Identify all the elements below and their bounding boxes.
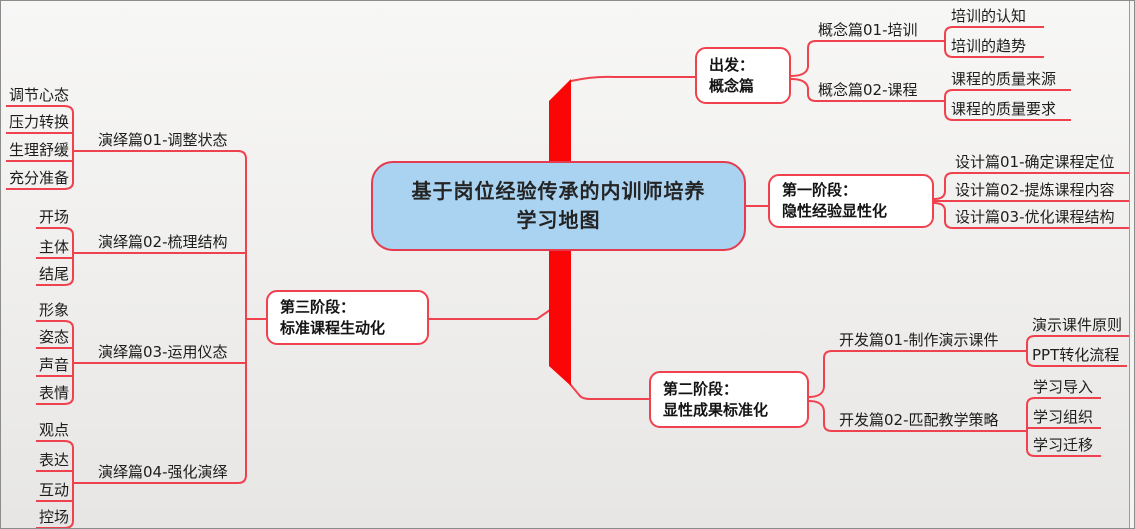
- connector-concept01-leaves: [930, 26, 1044, 58]
- main-topic-stage2-title: 第二阶段：: [663, 379, 739, 398]
- leaf-item[interactable]: 开场: [39, 208, 70, 226]
- main-topic-stage1-title: 第一阶段：: [782, 181, 858, 199]
- connector-depart-concept02: [790, 78, 930, 102]
- branch-design-01[interactable]: 设计篇01-确定课程定位: [955, 153, 1115, 171]
- leaf-item[interactable]: 生理舒缓: [9, 141, 70, 159]
- central-topic-line1: 基于岗位经验传承的内训师培养: [411, 179, 706, 203]
- connector-perform02-leaves: [36, 227, 74, 286]
- main-topic-depart-title: 出发：: [709, 55, 755, 74]
- main-topic-stage1[interactable]: 第一阶段： 隐性经验显性化: [768, 174, 934, 228]
- connector-trunk-stage2: [569, 383, 649, 400]
- leaf-item[interactable]: 观点: [39, 421, 70, 439]
- branch-design-03[interactable]: 设计篇03-优化课程结构: [955, 208, 1115, 226]
- connector-stage3-trunk: [429, 309, 551, 320]
- branch-perform-04[interactable]: 演绎篇04-强化演绎: [98, 463, 228, 481]
- branch-develop-02[interactable]: 开发篇02-匹配教学策略: [839, 411, 999, 429]
- connector-perform03-leaves: [36, 320, 74, 405]
- canvas-right-edge: [1129, 1, 1134, 528]
- main-topic-depart[interactable]: 出发： 概念篇: [695, 47, 791, 104]
- leaf-item[interactable]: 主体: [39, 238, 70, 256]
- connector-perform04-leaves: [36, 440, 74, 528]
- leaf-item[interactable]: 培训的趋势: [951, 37, 1027, 55]
- connector-stage2-develop02: [808, 400, 1015, 432]
- leaf-item[interactable]: 演示课件原则: [1032, 316, 1123, 334]
- connector-left-spine: [73, 150, 266, 484]
- branch-develop-01[interactable]: 开发篇01-制作演示课件: [839, 331, 999, 349]
- leaf-item[interactable]: PPT转化流程: [1032, 346, 1120, 364]
- main-topic-stage3-title: 第三阶段：: [280, 297, 356, 316]
- branch-concept-01[interactable]: 概念篇01-培训: [818, 21, 918, 39]
- leaf-item[interactable]: 压力转换: [9, 113, 70, 131]
- leaf-item[interactable]: 表达: [39, 451, 70, 469]
- main-topic-stage2[interactable]: 第二阶段： 显性成果标准化: [649, 371, 809, 428]
- leaf-item[interactable]: 结尾: [39, 265, 70, 283]
- main-topic-depart-subtitle: 概念篇: [709, 76, 755, 95]
- central-topic-line2: 学习地图: [516, 208, 601, 232]
- leaf-item[interactable]: 课程的质量来源: [951, 70, 1057, 88]
- branch-perform-02[interactable]: 演绎篇02-梳理结构: [98, 233, 228, 251]
- connector-trunk-depart: [570, 75, 695, 82]
- leaf-item[interactable]: 控场: [39, 508, 70, 526]
- leaf-item[interactable]: 表情: [39, 384, 70, 402]
- connector-concept02-leaves: [930, 89, 1071, 121]
- leaf-item[interactable]: 姿态: [39, 328, 70, 346]
- main-topic-stage2-subtitle: 显性成果标准化: [663, 400, 769, 419]
- branch-concept-02[interactable]: 概念篇02-课程: [818, 81, 918, 99]
- connector-stage1-design01: [933, 172, 1129, 200]
- connector-develop02-leaves: [1015, 397, 1101, 457]
- leaf-item[interactable]: 学习导入: [1033, 378, 1094, 396]
- main-topic-stage3[interactable]: 第三阶段： 标准课程生动化: [266, 290, 429, 345]
- central-topic[interactable]: 基于岗位经验传承的内训师培养 学习地图: [371, 161, 746, 251]
- leaf-item[interactable]: 调节心态: [9, 86, 70, 104]
- leaf-item[interactable]: 课程的质量要求: [951, 100, 1057, 118]
- branch-design-02[interactable]: 设计篇02-提炼课程内容: [955, 181, 1115, 199]
- connector-stage2-develop01: [808, 350, 1015, 398]
- main-topic-stage3-subtitle: 标准课程生动化: [280, 318, 386, 337]
- connector-perform01-leaves: [6, 105, 74, 190]
- connector-stage1-design03: [933, 202, 1129, 229]
- connector-depart-concept01: [790, 40, 930, 77]
- leaf-item[interactable]: 学习组织: [1033, 408, 1094, 426]
- leaf-item[interactable]: 形象: [39, 301, 70, 319]
- branch-perform-03[interactable]: 演绎篇03-运用仪态: [98, 343, 228, 361]
- leaf-item[interactable]: 声音: [39, 356, 70, 374]
- main-topic-stage1-subtitle: 隐性经验显性化: [782, 202, 888, 220]
- leaf-item[interactable]: 学习迁移: [1033, 436, 1094, 454]
- leaf-item[interactable]: 互动: [39, 481, 70, 499]
- leaf-item[interactable]: 培训的认知: [951, 7, 1027, 25]
- leaf-item[interactable]: 充分准备: [9, 169, 70, 187]
- branch-perform-01[interactable]: 演绎篇01-调整状态: [98, 131, 228, 149]
- connector-develop01-leaves: [1015, 335, 1129, 367]
